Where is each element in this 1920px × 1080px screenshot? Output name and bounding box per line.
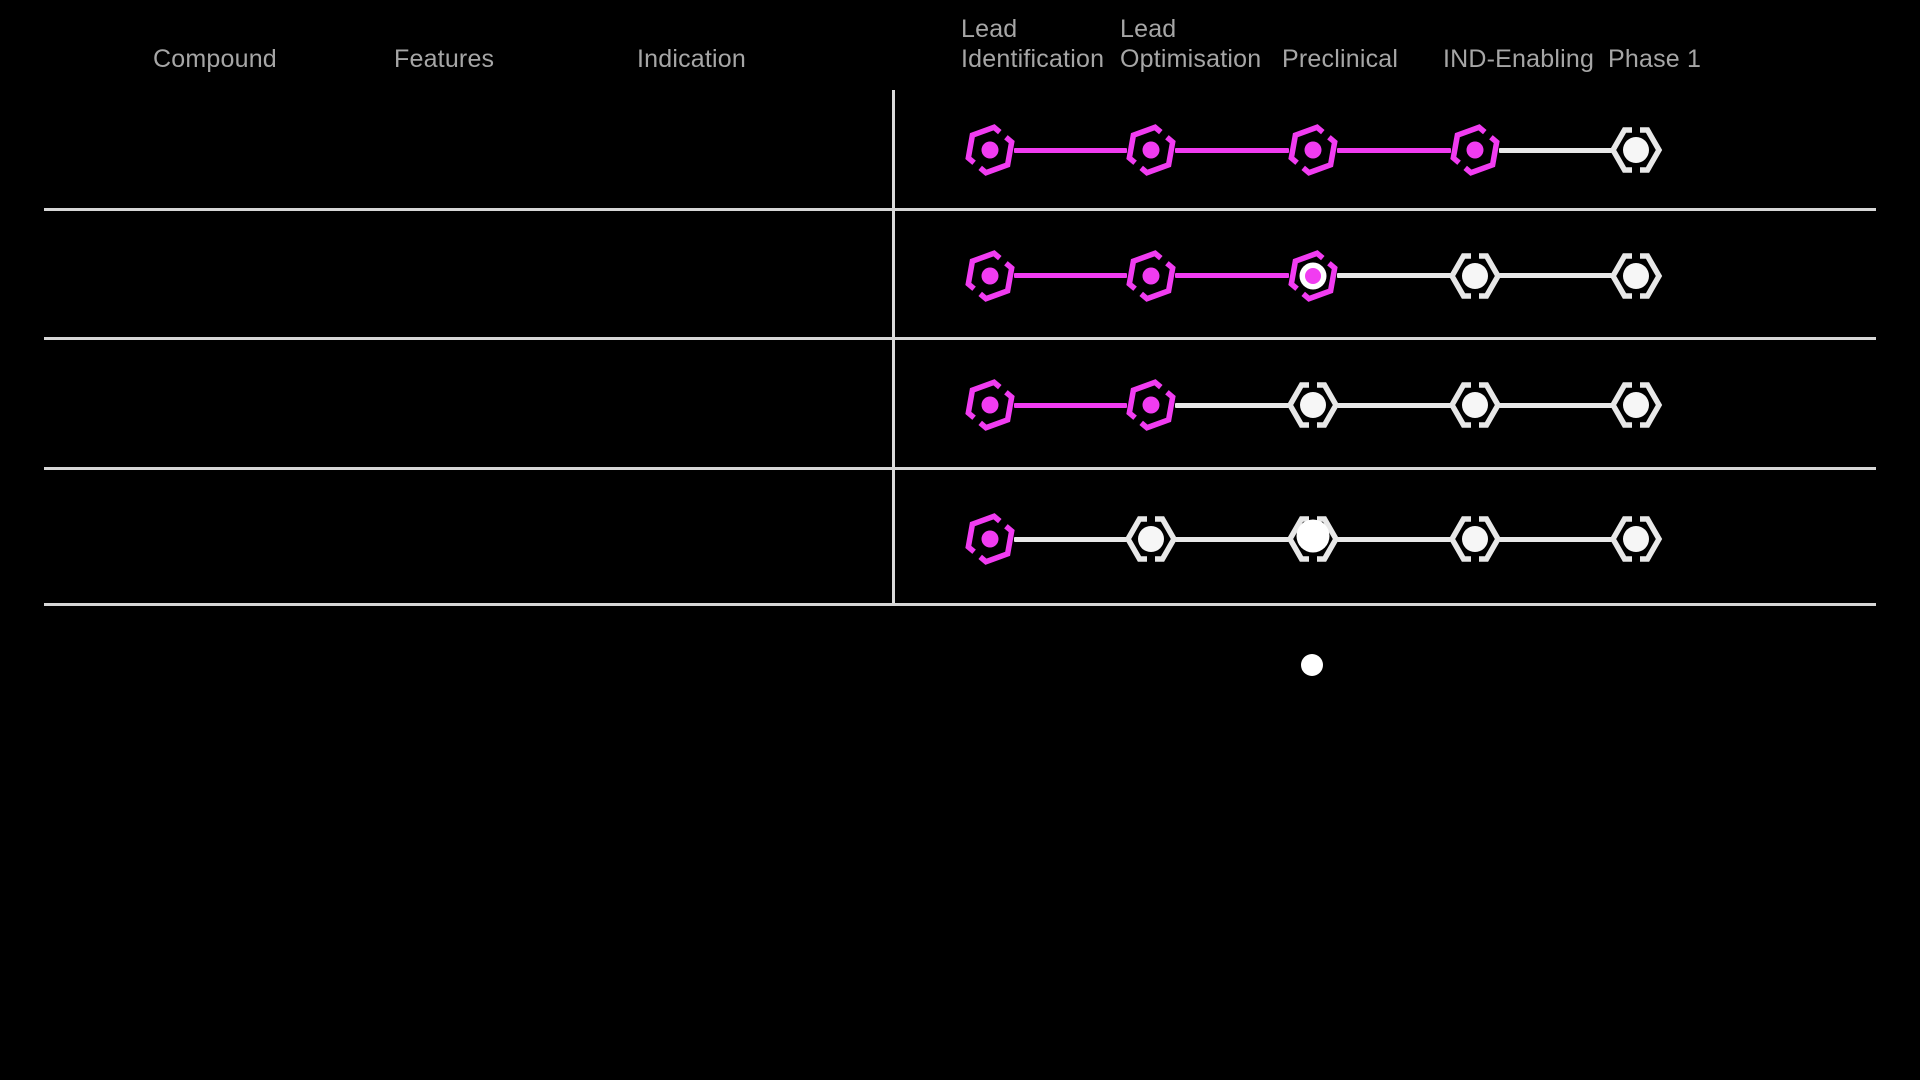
stage-marker-upcoming	[1443, 373, 1507, 437]
stage-connector-line	[1174, 273, 1289, 278]
stage-marker-upcoming-highlight	[1281, 507, 1345, 571]
stage-hexagon-icon	[965, 124, 1015, 176]
stage-marker-upcoming	[1604, 244, 1668, 308]
stage-hexagon-icon	[1609, 252, 1663, 299]
stage-connector-line	[1174, 402, 1289, 408]
stage-connector-line	[1337, 402, 1451, 408]
stage-hexagon-icon	[1124, 516, 1177, 562]
stage-marker-complete	[958, 373, 1022, 437]
stage-hexagon-icon	[1449, 124, 1500, 176]
stage-connector-line	[1014, 536, 1127, 542]
stage-hexagon-icon	[1448, 252, 1501, 299]
stage-marker-complete	[1281, 118, 1345, 182]
stage-marker-current	[1281, 244, 1345, 308]
stage-marker-upcoming	[1119, 507, 1183, 571]
stage-connector-line	[1337, 147, 1451, 153]
stage-connector-line	[1498, 536, 1612, 542]
stage-connector-line	[1498, 147, 1612, 153]
column-header-features: Features	[394, 45, 495, 73]
stage-hexagon-icon	[1448, 516, 1501, 562]
stage-marker-upcoming	[1604, 373, 1668, 437]
stage-hexagon-icon	[1125, 124, 1176, 176]
column-header-indication: Indication	[637, 45, 747, 73]
stage-hexagon-icon	[965, 513, 1015, 565]
stage-marker-complete	[1119, 118, 1183, 182]
stage-connector-line	[1014, 402, 1127, 408]
stage-marker-upcoming	[1604, 118, 1668, 182]
stage-marker-complete	[1443, 118, 1507, 182]
stage-marker-complete	[958, 118, 1022, 182]
stage-connector-line	[1498, 273, 1612, 278]
stage-header-preclinical: Preclinical	[1282, 45, 1399, 73]
stage-connector-line	[1174, 147, 1289, 153]
stage-hexagon-icon	[1125, 249, 1176, 302]
stage-hexagon-icon	[1609, 382, 1663, 428]
stage-marker-complete	[958, 507, 1022, 571]
stage-marker-upcoming	[1604, 507, 1668, 571]
stage-hexagon-icon	[965, 249, 1015, 302]
stage-header-lead-identification: Lead Identification	[961, 15, 1105, 73]
stage-header-ind-enabling: IND-Enabling	[1443, 45, 1595, 73]
stage-marker-complete	[1119, 373, 1183, 437]
stage-hexagon-icon	[965, 379, 1015, 431]
stage-hexagon-icon	[1288, 124, 1338, 176]
stage-marker-upcoming	[1443, 244, 1507, 308]
stage-marker-upcoming	[1443, 507, 1507, 571]
stage-connector-line	[1498, 402, 1612, 408]
stage-connector-line	[1337, 536, 1451, 542]
stage-marker-complete	[1119, 244, 1183, 308]
stage-hexagon-icon	[1609, 127, 1663, 173]
legend-dot-icon	[1301, 654, 1323, 676]
row-separator-line	[44, 337, 1876, 340]
row-separator-line	[44, 208, 1876, 211]
stage-connector-line	[1337, 273, 1451, 278]
stage-connector-line	[1014, 147, 1127, 153]
stage-connector-line	[1014, 273, 1127, 278]
stage-marker-complete	[958, 244, 1022, 308]
stage-hexagon-icon	[1609, 516, 1663, 562]
stage-hexagon-icon	[1288, 249, 1338, 302]
stage-hexagon-icon	[1448, 382, 1501, 428]
column-header-compound: Compound	[153, 45, 277, 73]
stage-connector-line	[1174, 536, 1289, 542]
stage-hexagon-icon	[1286, 382, 1340, 428]
column-divider-line	[892, 90, 895, 606]
stage-header-phase-1: Phase 1	[1608, 45, 1702, 73]
table-bottom-line	[44, 603, 1876, 606]
stage-hexagon-icon	[1286, 516, 1340, 562]
stage-hexagon-icon	[1125, 379, 1176, 431]
stage-header-lead-optimisation: Lead Optimisation	[1120, 15, 1262, 73]
stage-marker-upcoming	[1281, 373, 1345, 437]
row-separator-line	[44, 467, 1876, 470]
